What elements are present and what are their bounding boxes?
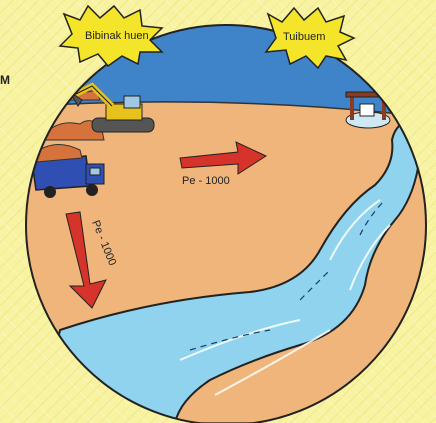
arrow-right-label: Pe - 1000: [182, 175, 230, 187]
water-well-icon: [346, 92, 390, 128]
left-burst-label: Bibinak huen: [85, 30, 149, 42]
right-burst-label: Tuibuem: [283, 31, 325, 43]
